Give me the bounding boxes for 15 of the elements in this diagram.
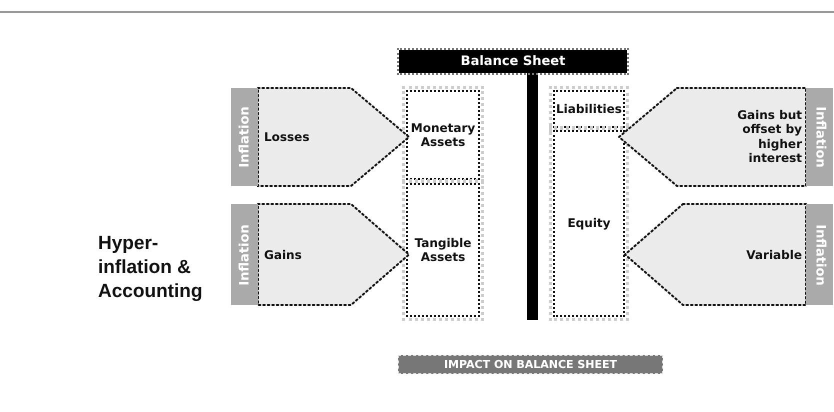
impact-label: Gains but offset by higher interest — [736, 108, 803, 166]
tab-label: Inflation — [812, 106, 827, 168]
tab-label: Inflation — [812, 224, 827, 286]
caption-bar: IMPACT ON BALANCE SHEET — [398, 355, 663, 374]
tab-label: Inflation — [237, 224, 252, 286]
impact-label: Gains — [264, 247, 303, 262]
impact-label: Losses — [264, 130, 310, 144]
box-label: Monetary Assets — [410, 120, 476, 150]
heading-bar: Balance Sheet — [399, 50, 627, 73]
tab-label: Inflation — [237, 106, 252, 168]
box-label: Tangible Assets — [414, 236, 472, 264]
diagram-title: Hyper-inflation & Accounting — [98, 232, 204, 304]
box-label: Liabilities — [556, 102, 622, 116]
impact-label: Variable — [745, 247, 803, 262]
box-label: Equity — [567, 216, 610, 231]
